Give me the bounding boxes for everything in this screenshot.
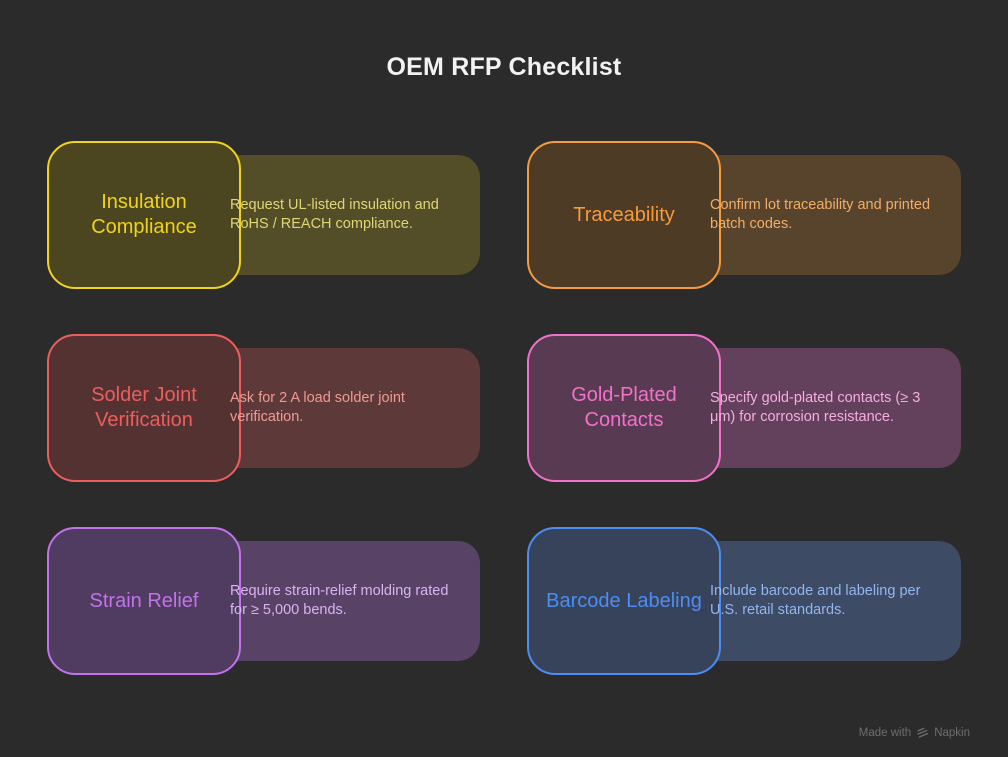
card-description: Include barcode and labeling per U.S. re… [710,541,947,661]
card-insulation-compliance: Insulation Compliance Request UL-listed … [47,141,480,289]
page-title: OEM RFP Checklist [386,53,622,81]
card-description: Require strain-relief molding rated for … [230,541,466,661]
card-label: Solder Joint Verification [47,334,241,482]
card-description: Confirm lot traceability and printed bat… [710,155,947,275]
card-description-text: Request UL-listed insulation and RoHS / … [230,196,439,232]
card-description: Specify gold-plated contacts (≥ 3 μm) fo… [710,348,947,468]
card-description-text: Require strain-relief molding rated for … [230,582,449,618]
napkin-logo-icon [916,726,929,739]
card-solder-joint-verification: Solder Joint Verification Ask for 2 A lo… [47,334,480,482]
card-description: Request UL-listed insulation and RoHS / … [230,155,466,275]
card-label: Traceability [527,141,721,289]
card-description-text: Ask for 2 A load solder joint verificati… [230,389,405,425]
card-description: Ask for 2 A load solder joint verificati… [230,348,466,468]
brand-label: Napkin [934,726,970,739]
card-label: Insulation Compliance [47,141,241,289]
card-label: Gold-Plated Contacts [527,334,721,482]
card-description-text: Include barcode and labeling per U.S. re… [710,582,921,618]
made-with-label: Made with [858,726,912,739]
card-gold-plated-contacts: Gold-Plated Contacts Specify gold-plated… [527,334,961,482]
card-label: Strain Relief [47,527,241,675]
card-description-text: Specify gold-plated contacts (≥ 3 μm) fo… [710,389,921,425]
card-label: Barcode Labeling [527,527,721,675]
checklist-grid: Insulation Compliance Request UL-listed … [47,141,961,675]
napkin-attribution-link[interactable]: Made with Napkin [859,726,970,739]
card-description-text: Confirm lot traceability and printed bat… [710,196,931,232]
card-strain-relief: Strain Relief Require strain-relief mold… [47,527,480,675]
card-barcode-labeling: Barcode Labeling Include barcode and lab… [527,527,961,675]
card-traceability: Traceability Confirm lot traceability an… [527,141,961,289]
